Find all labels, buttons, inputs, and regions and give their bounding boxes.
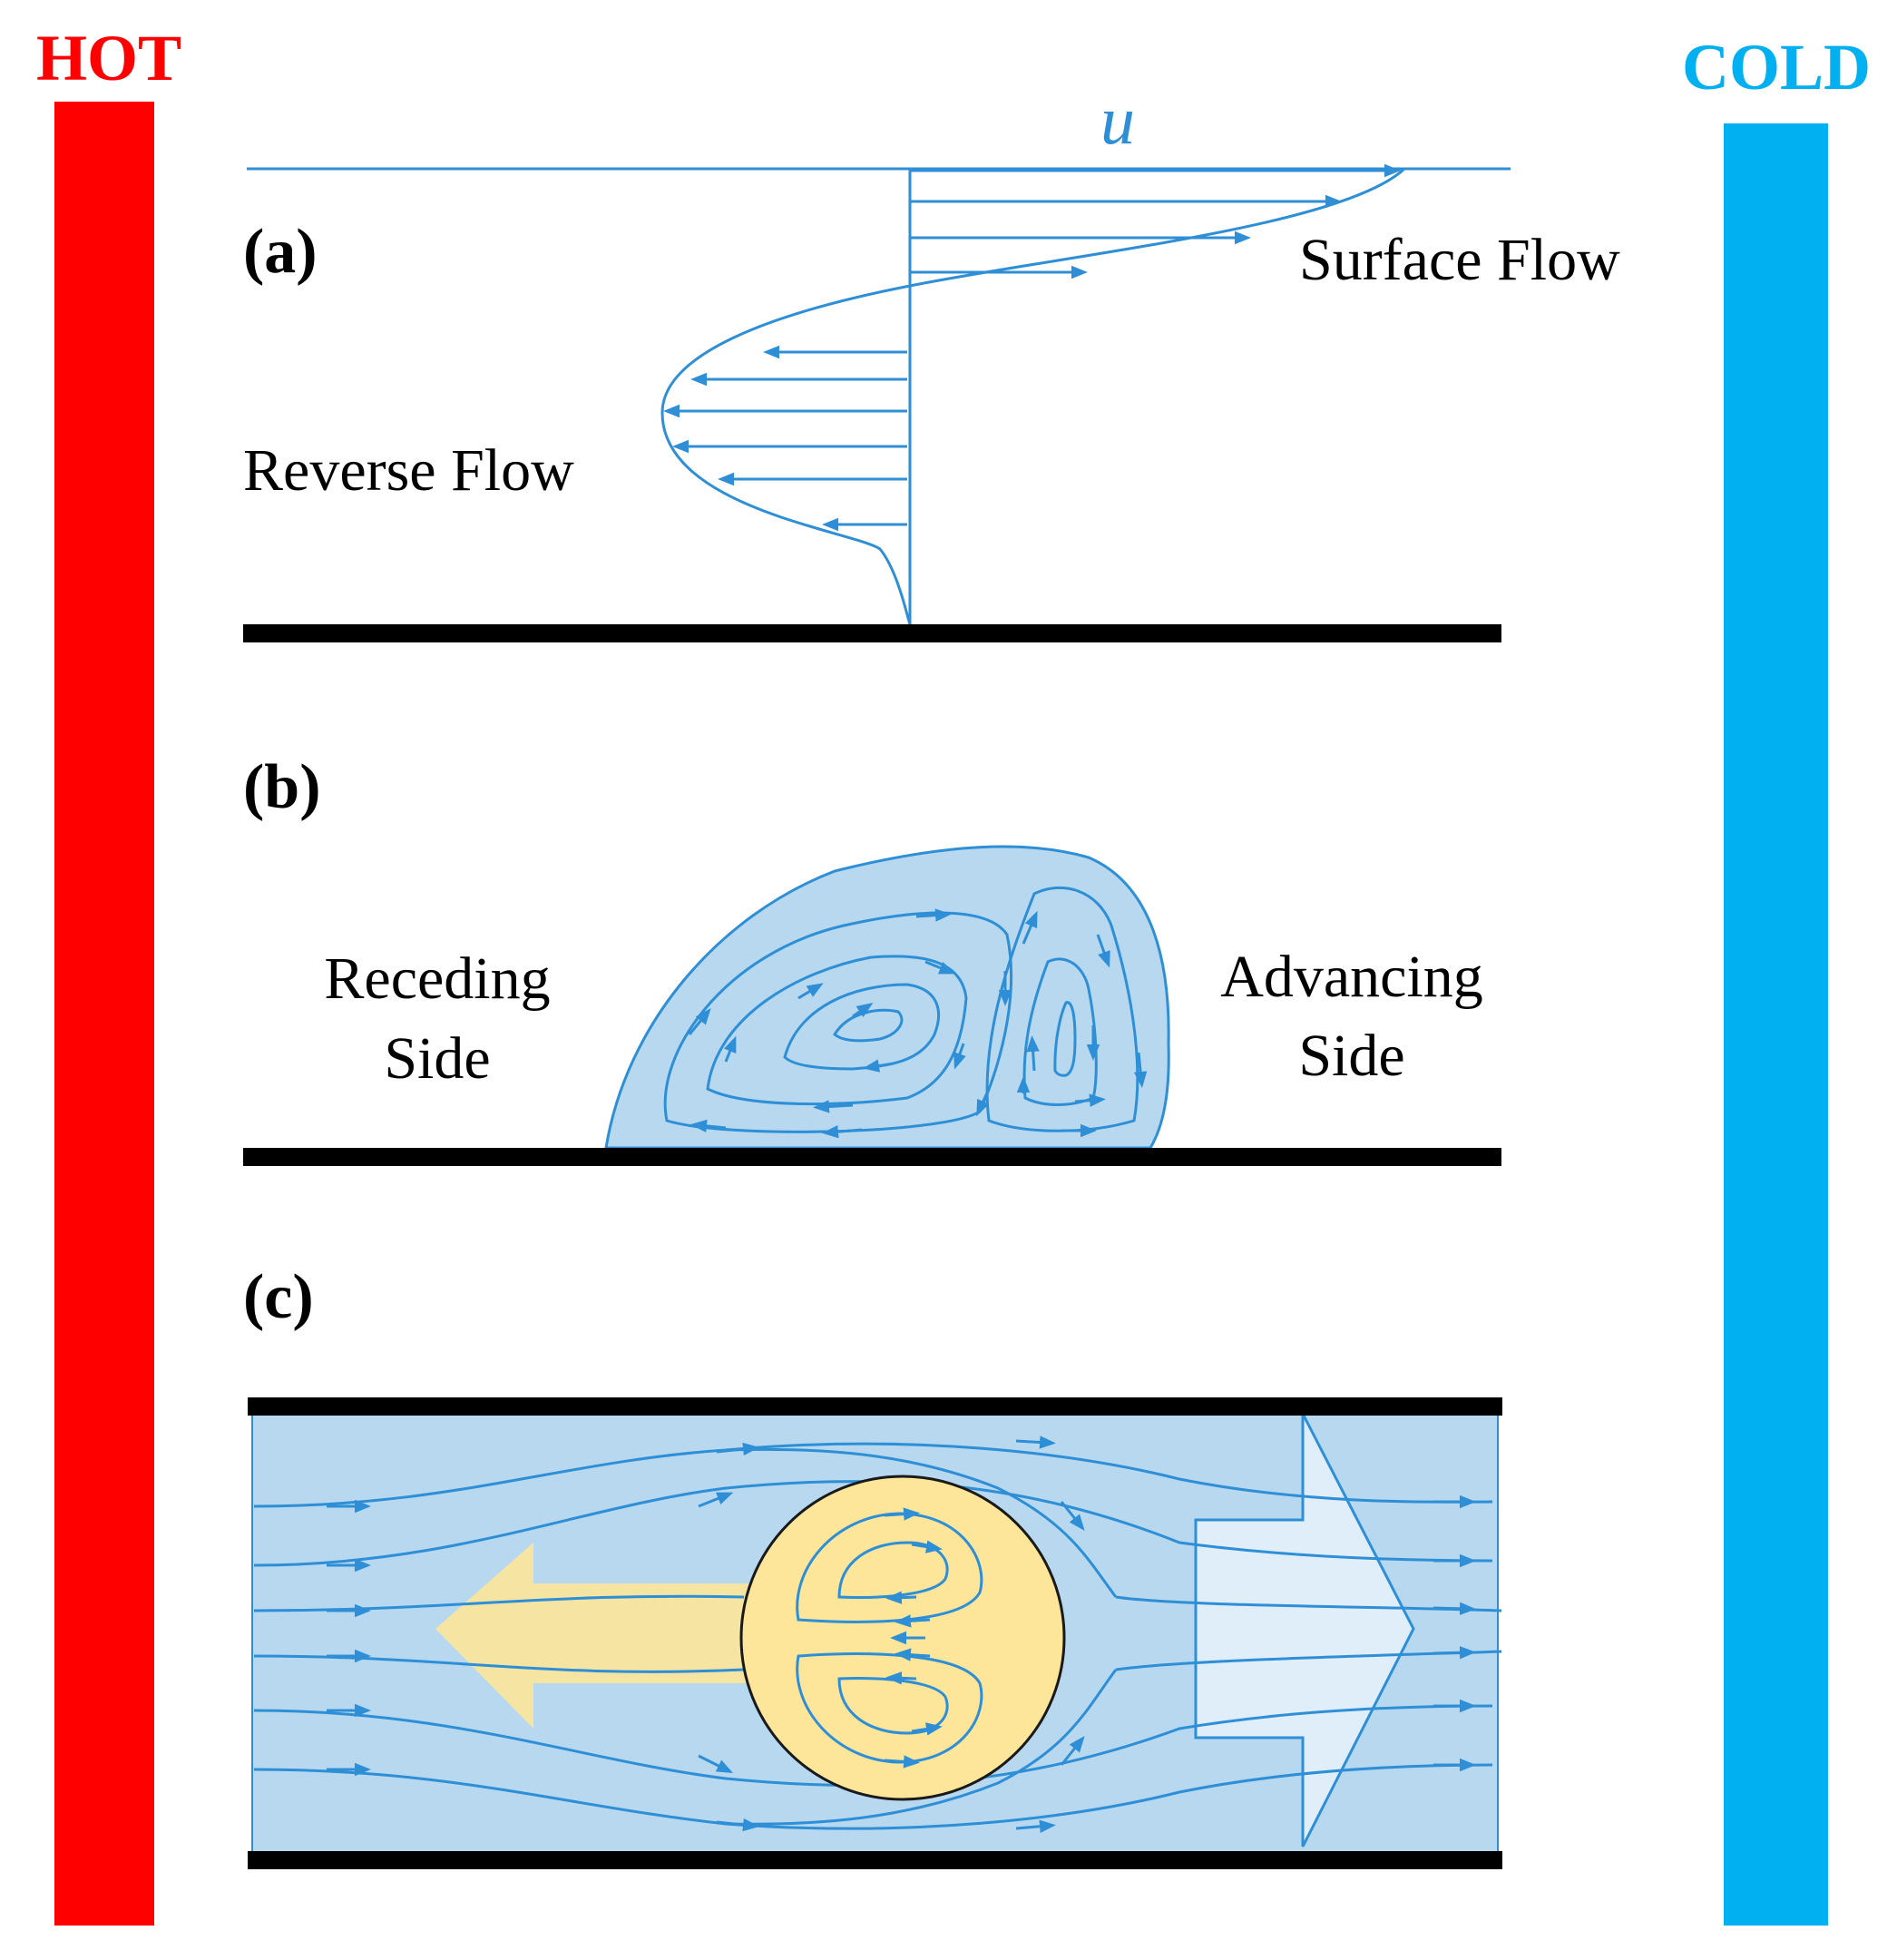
channel-wall-bottom [248, 1851, 1502, 1869]
receding-side-label-2: Side [384, 1025, 490, 1092]
panel-c-label: (c) [243, 1262, 314, 1332]
surface-flow-arrows [910, 163, 1401, 279]
reverse-flow-label: Reverse Flow [243, 437, 574, 504]
panel-a: (a) u Surface Flow Reverse Flow [243, 83, 1620, 642]
panel-b: (b) [243, 752, 1501, 1166]
surface-flow-label: Surface Flow [1299, 227, 1620, 293]
reverse-flow-arrows [663, 345, 907, 532]
receding-side-label-1: Receding [324, 946, 550, 1012]
streamline-arrows [327, 1436, 1476, 1833]
cold-label: COLD [1682, 31, 1871, 103]
channel-wall-top [248, 1397, 1502, 1416]
advancing-side-label-1: Advancing [1220, 944, 1483, 1010]
advancing-side-label-2: Side [1298, 1023, 1404, 1089]
panel-c: (c) [243, 1262, 1502, 1869]
hot-label: HOT [36, 22, 181, 94]
bulk-flow-arrow [1194, 1413, 1415, 1847]
cold-bar [1724, 123, 1828, 1926]
droplet-b [604, 845, 1170, 1150]
droplet-migration-arrow [435, 1543, 780, 1729]
panel-b-label: (b) [243, 752, 321, 822]
panel-a-label: (a) [243, 217, 318, 287]
vortex-direction-arrows [688, 908, 1148, 1139]
velocity-symbol: u [1100, 83, 1135, 159]
wall-b [243, 1148, 1501, 1166]
wall-a [243, 624, 1501, 642]
internal-circulation-arrows [884, 1507, 943, 1769]
channel-streamlines [253, 1442, 1502, 1830]
hot-bar [54, 102, 154, 1926]
